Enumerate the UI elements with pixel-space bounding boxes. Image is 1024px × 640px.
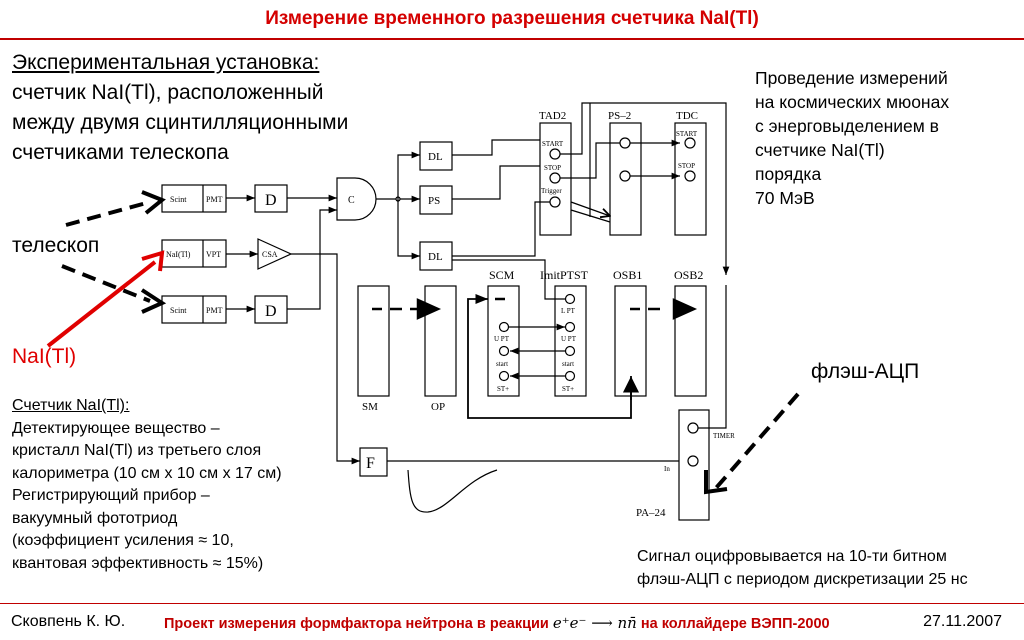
- note-line: 70 МэВ: [755, 188, 815, 208]
- pa24-module: [678, 409, 710, 521]
- tdc-start-label: START: [676, 130, 698, 138]
- f-box: [359, 447, 388, 477]
- sm-module: [357, 285, 390, 397]
- pmt-bottom-label: PMT: [206, 306, 223, 315]
- scm-module: [487, 285, 520, 397]
- timer-label: TIMER: [713, 432, 735, 440]
- imitptst-module: [554, 285, 587, 397]
- c-label: C: [348, 195, 355, 206]
- signal-waveform: [407, 469, 498, 513]
- tad2-label: TAD2: [539, 110, 566, 122]
- dl1-label: DL: [428, 151, 443, 163]
- footer-author: Сковпень К. Ю.: [11, 613, 126, 630]
- op-label: OP: [431, 401, 445, 413]
- counter-line: кристалл NaI(Tl) из третьего слоя: [12, 442, 262, 459]
- setup-heading: Экспериментальная установка:: [12, 51, 320, 74]
- ps2-module: [609, 122, 642, 236]
- in-label: In: [664, 465, 670, 473]
- reaction-formula: e⁺e⁻ ⟶ nn̄: [552, 614, 637, 632]
- tdc-module: [674, 122, 707, 236]
- ps-label: PS: [428, 195, 440, 207]
- note-line: счетчике NaI(Tl): [755, 140, 885, 160]
- adc-note: Сигнал оцифровывается на 10-ти битном фл…: [637, 545, 968, 591]
- project-text-after: на коллайдере ВЭПП-2000: [640, 616, 830, 632]
- footer-divider: [0, 603, 1024, 604]
- nai-box-label: NaI(Tl): [166, 250, 191, 259]
- footer-project: Проект измерения формфактора нейтрона в …: [164, 614, 830, 632]
- setup-line: счетчик NaI(Tl), расположенный: [12, 81, 324, 104]
- flow-arrow-osb2: [672, 298, 698, 320]
- page-title: Измерение временного разрешения счетчика…: [265, 8, 759, 29]
- imit-lpt-label: L PT: [561, 307, 576, 315]
- tad2-stop-label: STOP: [544, 164, 561, 172]
- tad2-start-label: START: [542, 140, 564, 148]
- scint-bottom-label: Scint: [170, 306, 187, 315]
- setup-description: Экспериментальная установка: счетчик NaI…: [12, 48, 348, 168]
- ps-box: [419, 185, 453, 215]
- nai-label: NaI(Tl): [12, 345, 77, 368]
- note-line: на космических мюонах: [755, 92, 950, 112]
- scm-label: SCM: [489, 268, 515, 282]
- title-divider: [0, 38, 1024, 40]
- coincidence-gate: [336, 177, 377, 221]
- flow-arrow-op: [416, 298, 442, 320]
- measurement-note: Проведение измерений на космических мюон…: [755, 66, 949, 210]
- op-module: [424, 285, 457, 397]
- note-line: с энерговыделением в: [755, 116, 939, 136]
- adc-note-line: флэш-АЦП с периодом дискретизации 25 нс: [637, 571, 968, 588]
- imit-st-label: ST+: [562, 385, 574, 393]
- counter-description: Счетчик NaI(Tl): Детектирующее вещество …: [12, 395, 282, 575]
- imitptst-label: ImitPTST: [540, 268, 589, 282]
- telescope-arrow-bottom: [61, 264, 151, 303]
- d-bottom-label: D: [265, 303, 277, 320]
- tad2-module: [539, 122, 572, 236]
- footer-date: 27.11.2007: [923, 613, 1002, 630]
- ps2-label: PS–2: [608, 110, 631, 122]
- sm-label: SM: [362, 401, 378, 413]
- setup-line: счетчиками телескопа: [12, 141, 229, 164]
- osb2-module: [674, 285, 707, 397]
- counter-heading: Счетчик NaI(Tl):: [12, 397, 130, 414]
- scint-top-label: Scint: [170, 195, 187, 204]
- counter-line: (коэффициент усиления ≈ 10,: [12, 532, 234, 549]
- counter-line: Регистрирующий прибор –: [12, 487, 210, 504]
- flash-adc-label: флэш-АЦП: [811, 360, 920, 383]
- flash-adc-arrow: [714, 392, 800, 490]
- project-text-before: Проект измерения формфактора нейтрона в …: [164, 616, 549, 632]
- counter-line: вакуумный фототриод: [12, 509, 178, 527]
- imit-upt-label: U PT: [561, 335, 577, 343]
- tad2-trigger-label: Trigger: [541, 187, 562, 195]
- osb2-label: OSB2: [674, 268, 703, 282]
- d-top-label: D: [265, 192, 277, 209]
- csa-label: CSA: [262, 250, 278, 259]
- dl2-label: DL: [428, 251, 443, 263]
- imit-start-label: start: [562, 360, 574, 368]
- nai-arrow: [46, 260, 157, 348]
- tdc-label: TDC: [676, 110, 698, 122]
- f-label: F: [366, 455, 375, 472]
- adc-note-line: Сигнал оцифровывается на 10-ти битном: [637, 548, 947, 565]
- note-line: порядка: [755, 164, 822, 184]
- pmt-top-label: PMT: [206, 195, 223, 204]
- setup-line: между двумя сцинтилляционными: [12, 111, 349, 134]
- telescope-arrow-top: [65, 200, 151, 227]
- scm-st-label: ST+: [497, 385, 509, 393]
- counter-line: Детектирующее вещество –: [12, 419, 220, 437]
- osb1-label: OSB1: [613, 268, 642, 282]
- scm-start-label: start: [496, 360, 508, 368]
- vpt-label: VPT: [206, 250, 221, 259]
- pa24-label: PA–24: [636, 507, 666, 519]
- counter-line: калориметра (10 см х 10 см х 17 см): [12, 464, 282, 482]
- counter-line: квантовая эффективность ≈ 15%): [12, 554, 264, 572]
- scm-upt-label: U PT: [494, 335, 510, 343]
- note-line: Проведение измерений: [755, 68, 948, 88]
- tdc-stop-label: STOP: [678, 162, 695, 170]
- dl-box-1: [419, 141, 453, 171]
- telescope-label: телескоп: [12, 234, 100, 257]
